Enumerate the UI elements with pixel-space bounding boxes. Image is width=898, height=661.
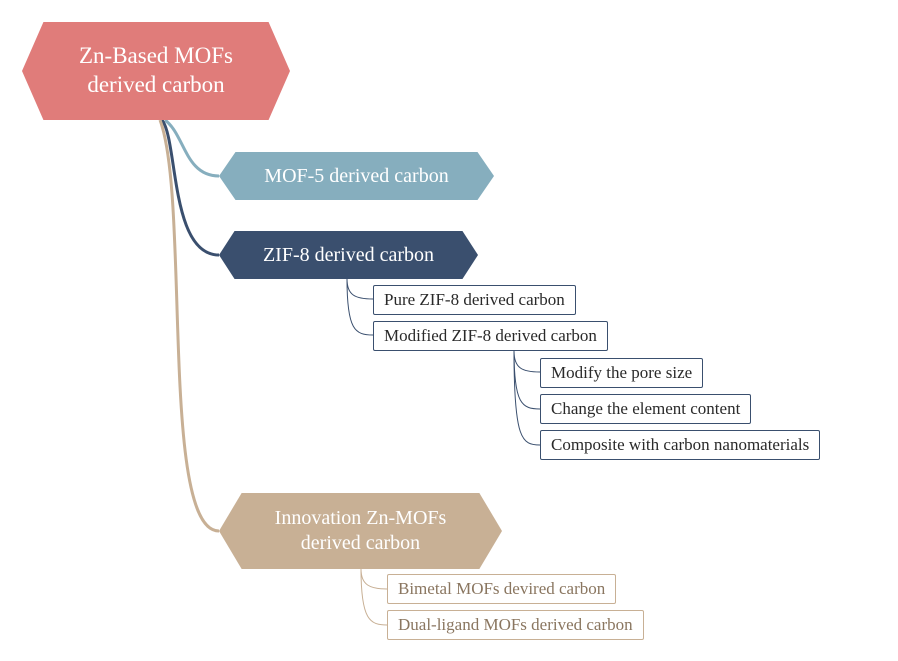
node-pure-zif8[interactable]: Pure ZIF-8 derived carbon	[373, 285, 576, 315]
branch-innovation-line1: Innovation Zn-MOFs	[274, 507, 447, 529]
branch-zif8-label: ZIF-8 derived carbon	[262, 243, 435, 266]
connector-modified-pore	[513, 350, 541, 373]
branch-innovation[interactable]: Innovation Zn-MOFs derived carbon	[219, 493, 502, 569]
node-composite-carbon-label: Composite with carbon nanomaterials	[551, 435, 810, 454]
node-modified-zif8[interactable]: Modified ZIF-8 derived carbon	[373, 321, 608, 351]
branch-mof5-label: MOF-5 derived carbon	[264, 164, 449, 187]
connector-innovation-bimetal	[360, 568, 388, 590]
connector-root-mof5	[164, 118, 220, 178]
connector-zif8-pure	[346, 278, 374, 300]
connector-modified-composite	[513, 350, 541, 446]
branch-mof5[interactable]: MOF-5 derived carbon	[219, 152, 494, 200]
connector-root-zif8	[160, 119, 220, 257]
connector-innovation-dual	[360, 568, 388, 626]
node-dual-ligand-mofs[interactable]: Dual-ligand MOFs derived carbon	[387, 610, 644, 640]
root-title-line2: derived carbon	[87, 72, 225, 97]
root-node[interactable]: Zn-Based MOFs derived carbon	[22, 22, 290, 120]
node-change-element-content[interactable]: Change the element content	[540, 394, 752, 424]
node-modify-pore-size[interactable]: Modify the pore size	[540, 358, 704, 388]
connector-modified-element	[513, 350, 541, 410]
node-dual-ligand-mofs-label: Dual-ligand MOFs derived carbon	[398, 615, 633, 634]
connector-zif8-modified	[346, 278, 374, 336]
node-composite-carbon[interactable]: Composite with carbon nanomaterials	[540, 430, 821, 460]
node-modified-zif8-label: Modified ZIF-8 derived carbon	[384, 326, 597, 345]
node-change-element-content-label: Change the element content	[551, 399, 741, 418]
node-bimetal-mofs-label: Bimetal MOFs devired carbon	[398, 579, 606, 598]
node-modify-pore-size-label: Modify the pore size	[551, 363, 693, 382]
branch-zif8[interactable]: ZIF-8 derived carbon	[219, 231, 478, 279]
node-bimetal-mofs[interactable]: Bimetal MOFs devired carbon	[387, 574, 617, 604]
connector-root-innovation	[158, 119, 220, 533]
node-pure-zif8-label: Pure ZIF-8 derived carbon	[384, 290, 565, 309]
branch-innovation-line2: derived carbon	[300, 532, 421, 554]
root-title-line1: Zn-Based MOFs	[79, 43, 233, 69]
